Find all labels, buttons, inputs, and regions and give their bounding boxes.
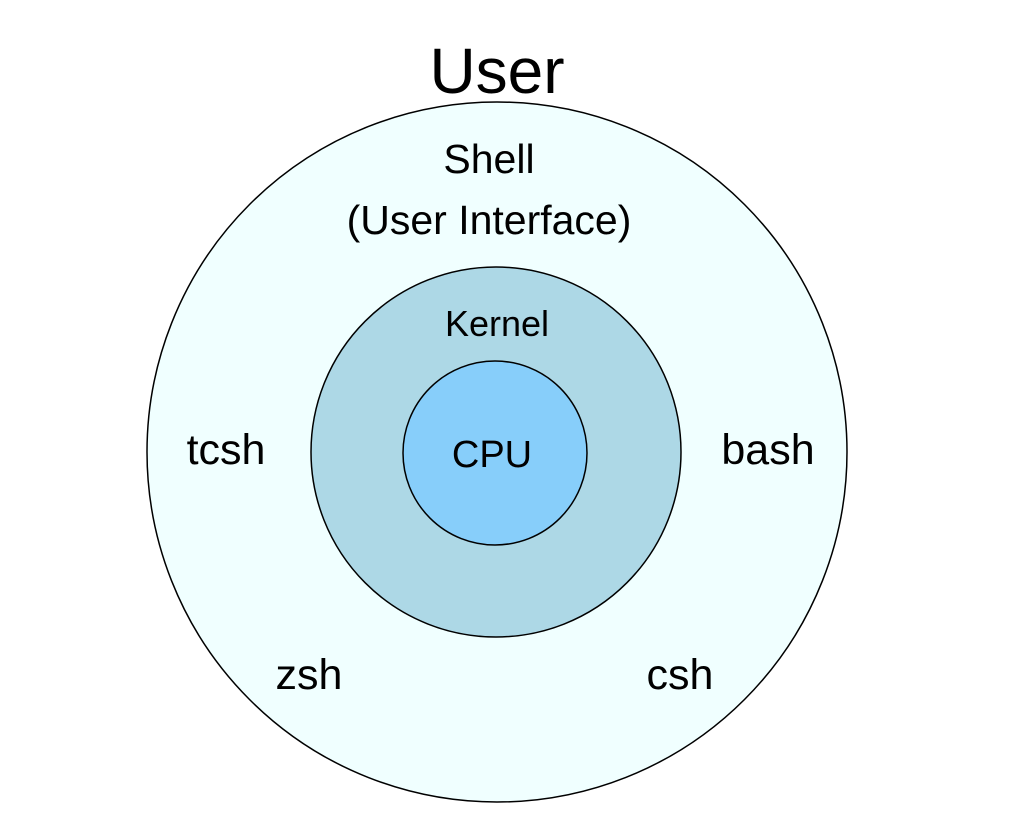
shell-subtitle: (User Interface) [347,197,632,243]
shell-label: Shell [443,136,534,182]
cpu-layer-circle [402,360,588,546]
user-label: User [429,35,564,107]
shell-example-csh: csh [647,651,714,699]
shell-example-bash: bash [721,426,814,474]
shell-example-tcsh: tcsh [187,426,266,474]
cpu-label: CPU [452,434,532,476]
kernel-label: Kernel [445,303,549,344]
shell-example-zsh: zsh [276,651,343,699]
